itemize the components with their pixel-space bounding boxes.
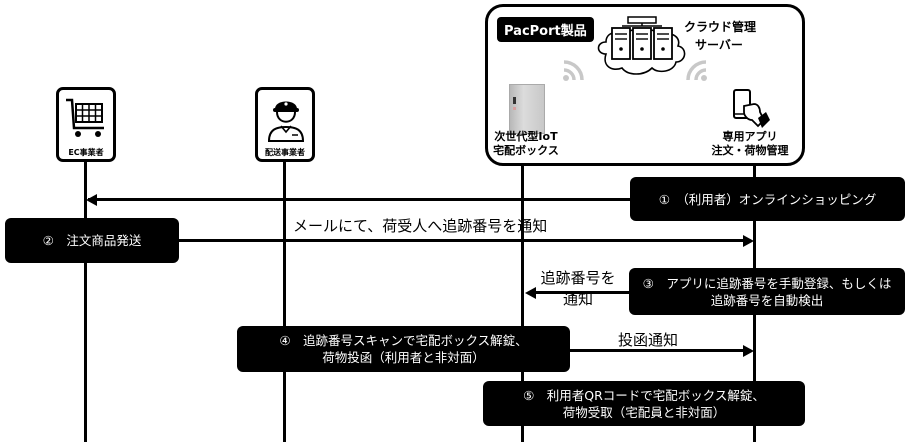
step-3-box: ③ アプリに追跡番号を手動登録、もしくは 追跡番号を自動検出 (629, 268, 905, 315)
mail-notify-arrow (176, 239, 746, 242)
shopping-cart-icon (66, 98, 104, 137)
step-5-text-line2: 荷物受取（宅配員と非対面） (562, 404, 726, 420)
arrowhead-left-icon (86, 193, 97, 206)
app-label-line1: 専用アプリ (722, 130, 778, 143)
pacport-badge: PacPort製品 (497, 17, 594, 42)
arrowhead-right-icon (743, 234, 754, 247)
delivery-operator-actor: 配送事業者 (255, 87, 315, 162)
deposit-notify-arrow (568, 349, 746, 352)
smartphone-hand-icon (733, 89, 770, 128)
tracking-notify-line2: 通知 (562, 290, 593, 308)
cloud-label-line1: クラウド管理 (684, 20, 757, 34)
step-5-box: ⑤ 利用者QRコードで宅配ボックス解錠、 荷物受取（宅配員と非対面） (483, 381, 805, 426)
deposit-notify-label: 投函通知 (618, 331, 679, 349)
wifi-icon (686, 60, 707, 81)
step-4-box: ④ 追跡番号スキャンで宅配ボックス解錠、 荷物投函（利用者と非対面） (237, 326, 570, 372)
tracking-notify-arrow (530, 291, 632, 294)
tracking-notify-label: 追跡番号を 通知 (533, 268, 623, 310)
order-arrow (88, 198, 633, 201)
ec-operator-label: EC事業者 (68, 148, 104, 157)
ec-lifeline (84, 162, 87, 442)
step-1-text: ① （利用者）オンラインショッピング (658, 191, 877, 207)
app-label-line2: 注文・荷物管理 (711, 144, 789, 157)
step-1-box: ① （利用者）オンラインショッピング (630, 177, 905, 221)
step-2-box: ② 注文商品発送 (5, 218, 179, 263)
delivery-box-icon (509, 84, 545, 134)
step-4-text-line1: ④ 追跡番号スキャンで宅配ボックス解錠、 (279, 333, 528, 348)
mail-notify-label: メールにて、荷受人へ追跡番号を通知 (293, 217, 548, 235)
cloud-server-icon (597, 16, 686, 75)
ec-operator-actor: EC事業者 (56, 87, 116, 162)
cloud-server-label: クラウド管理 サーバー (684, 18, 757, 54)
delivery-lifeline (283, 162, 286, 442)
step-3-text-line2: 追跡番号を自動検出 (710, 292, 824, 308)
step-5-text-line1: ⑤ 利用者QRコードで宅配ボックス解錠、 (523, 387, 765, 403)
iot-box-label-line2: 宅配ボックス (493, 144, 559, 157)
cloud-label-line2: サーバー (695, 38, 743, 52)
delivery-person-icon (267, 101, 305, 142)
delivery-operator-label: 配送事業者 (265, 148, 305, 157)
iot-box-label-line1: 次世代型IoT (494, 130, 558, 143)
arrowhead-left-icon (525, 286, 536, 299)
step-4-text-line2: 荷物投函（利用者と非対面） (322, 350, 485, 365)
step-3-text-line1: ③ アプリに追跡番号を手動登録、もしくは (642, 275, 892, 291)
app-label: 専用アプリ 注文・荷物管理 (700, 130, 800, 158)
box-lifeline (521, 166, 524, 442)
iot-box-label: 次世代型IoT 宅配ボックス (486, 130, 566, 158)
arrowhead-right-icon (743, 344, 754, 357)
tracking-notify-line1: 追跡番号を (540, 269, 616, 287)
step-2-text: ② 注文商品発送 (42, 233, 142, 248)
wifi-icon (563, 60, 584, 81)
